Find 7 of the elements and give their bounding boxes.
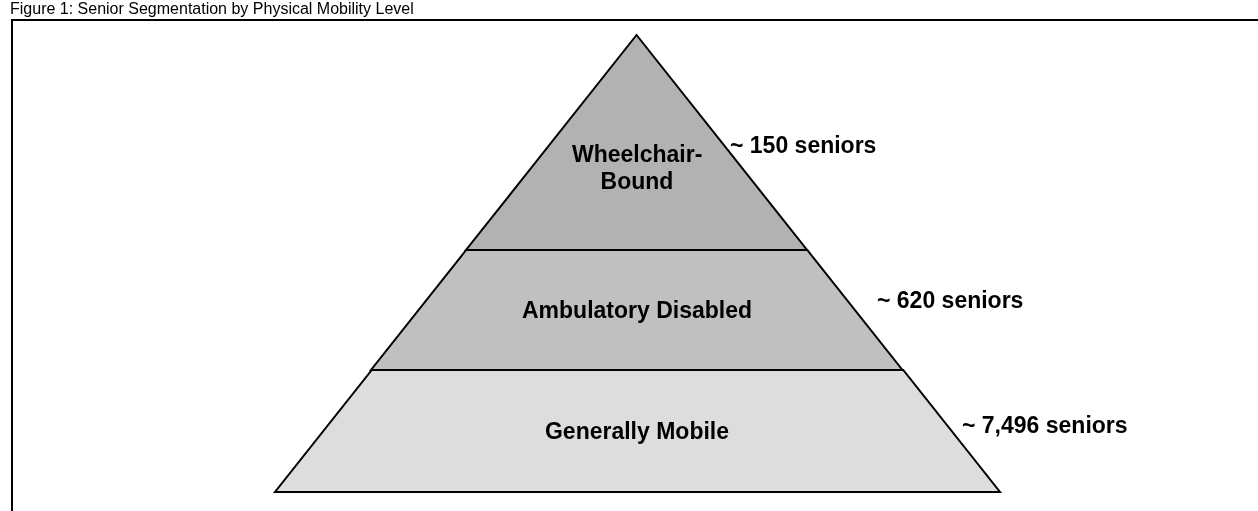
count-label: ~ 7,496 seniors [962, 412, 1128, 439]
figure-title: Figure 1: Senior Segmentation by Physical Mobility Level [10, 0, 414, 18]
tier-label: Wheelchair- Bound [572, 141, 702, 194]
count-label: ~ 620 seniors [877, 287, 1024, 314]
tier-label: Ambulatory Disabled [521, 296, 752, 324]
tier-label: Generally Mobile [544, 417, 730, 445]
count-label: ~ 150 seniors [730, 132, 877, 159]
